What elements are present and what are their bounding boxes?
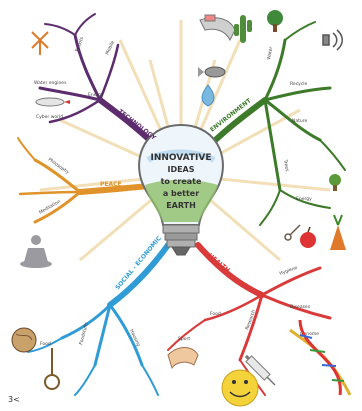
- faucet-icon: [200, 15, 235, 40]
- broccoli-icon: [329, 174, 341, 191]
- label-tech-5: Energy: [88, 92, 104, 98]
- label-env-5: Energy: [296, 196, 312, 202]
- label-social-2: Foodstuffs: [78, 321, 90, 346]
- label-tech-4: Mobile: [104, 40, 116, 56]
- apple-icon: [300, 227, 316, 248]
- central-line-3: to create: [161, 177, 202, 186]
- speaker-icon: [323, 30, 342, 50]
- label-env-3: Nature: [292, 118, 307, 124]
- label-health-4: Food: [210, 311, 221, 317]
- branch-label-peace: PEACE: [100, 181, 122, 188]
- arm-icon: [168, 348, 198, 369]
- label-health-2: Diseases: [290, 304, 311, 310]
- central-line-1: INNOVATIVE: [150, 153, 211, 163]
- branch-social: [28, 245, 168, 395]
- rope-icon: [45, 348, 59, 389]
- central-line-4: a better: [163, 189, 199, 198]
- central-line-5: EARTH: [166, 201, 196, 210]
- label-peace-1: Philosophy: [47, 157, 71, 176]
- smiley-icon: [222, 370, 258, 406]
- label-social-1: Food: [40, 341, 51, 347]
- signature: 3<: [8, 395, 20, 404]
- central-line-2: IDEAS: [167, 165, 194, 174]
- label-env-1: Recycle: [290, 81, 308, 87]
- water-drop-icon: [202, 85, 214, 106]
- dna-icon: [290, 320, 350, 395]
- fish-icon: [198, 67, 225, 77]
- rocket-icon: [36, 98, 70, 106]
- globe-icon: [12, 328, 36, 352]
- label-health-1: Hygiene: [279, 265, 299, 277]
- tree-icon: [267, 10, 283, 32]
- branch-label-technology: TECHNOLOGY: [117, 108, 158, 142]
- carrot-icon: [330, 215, 346, 250]
- tools-icon: [285, 225, 300, 240]
- label-tech-3: Cyber world: [36, 114, 63, 120]
- windmill-icon: [32, 32, 48, 55]
- label-tech-2: Water engines: [34, 80, 67, 86]
- plant-icon: [234, 15, 252, 43]
- label-env-2: Water: [266, 46, 274, 60]
- label-env-4: Trees: [282, 158, 290, 172]
- branch-label-health: HEALTH: [207, 252, 231, 274]
- meditating-figure-icon: [20, 235, 52, 268]
- label-health-5: Sport: [178, 336, 190, 342]
